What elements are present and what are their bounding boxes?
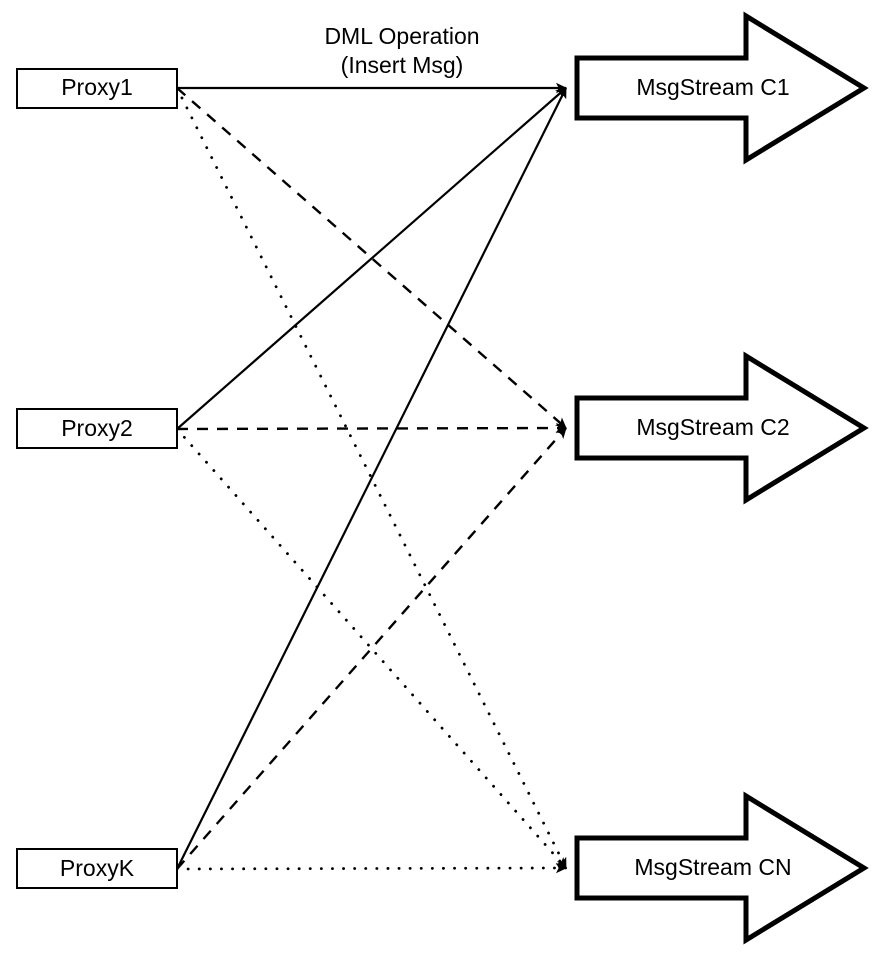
edges-layer (175, 82, 568, 874)
dml-operation-annotation: DML Operation (Insert Msg) (324, 23, 479, 78)
proxy2-box[interactable] (16, 408, 178, 449)
dml-annotation-line1: DML Operation (324, 23, 479, 49)
msgstream-cn-label: MsgStream CN (634, 854, 791, 880)
msgstream-c2-arrow-shape[interactable] (574, 351, 869, 505)
msgstream-nodes-layer: MsgStream C1 MsgStream C2 MsgStream CN (574, 11, 869, 945)
node-proxyk[interactable]: ProxyK (16, 848, 178, 889)
edge-proxyk-to-c1 (176, 87, 567, 870)
dml-annotation-line2: (Insert Msg) (341, 52, 464, 78)
proxyk-label: ProxyK (60, 855, 135, 881)
node-msgstream-cn[interactable]: MsgStream CN (574, 791, 869, 945)
msgstream-c1-label: MsgStream C1 (636, 74, 789, 100)
msgstream-c2-label: MsgStream C2 (636, 414, 789, 440)
proxy1-box[interactable] (16, 68, 178, 109)
proxy2-label: Proxy2 (61, 415, 133, 441)
node-proxy2[interactable]: Proxy2 (16, 408, 178, 449)
proxyk-box[interactable] (16, 848, 178, 889)
node-proxy1[interactable]: Proxy1 (16, 68, 178, 109)
proxy-nodes-layer: Proxy1 Proxy2 ProxyK (16, 68, 178, 889)
proxy1-label: Proxy1 (61, 74, 133, 100)
node-msgstream-c1[interactable]: MsgStream C1 (574, 11, 869, 165)
edge-proxy1-to-c2 (176, 87, 567, 429)
edge-proxy2-to-c2 (176, 422, 567, 434)
edge-proxy2-to-cn (175, 427, 568, 870)
edge-proxyk-to-cn (175, 862, 568, 874)
msgstream-cn-arrow-shape[interactable] (574, 791, 869, 945)
edge-proxyk-to-c2 (176, 427, 567, 870)
edge-proxy1-to-cn (175, 86, 568, 870)
node-msgstream-c2[interactable]: MsgStream C2 (574, 351, 869, 505)
edge-proxy2-to-c1 (176, 87, 567, 430)
msgstream-c1-arrow-shape[interactable] (574, 11, 869, 165)
